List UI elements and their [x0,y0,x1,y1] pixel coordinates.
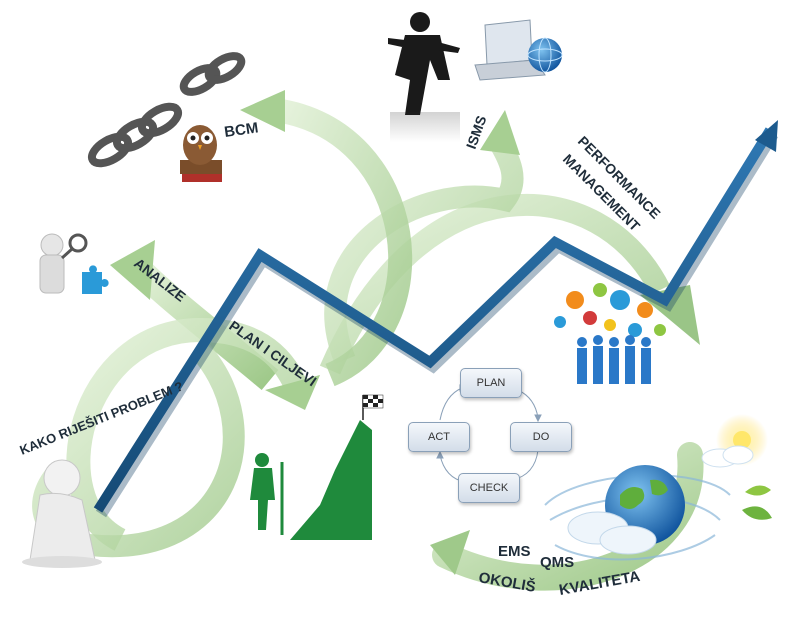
curved-arrow-analize [110,240,279,390]
business-people-icon [577,335,651,384]
checkered-flag-icon [362,394,384,409]
label-bcm: BCM [223,119,259,141]
trend-line [93,120,779,518]
thinking-person-icon [22,459,102,568]
broken-chain-icon [87,52,246,168]
magnifier-person-icon [39,233,88,294]
label-ems: EMS [498,543,531,560]
curved-arrow-plan [66,317,320,551]
trend-arrowhead [755,120,778,152]
pdca-act-box: ACT [408,422,470,452]
gears-icon [554,283,666,337]
curved-arrow-bcm [240,90,413,387]
pdca-plan-box: PLAN [460,368,522,398]
curved-arrow-isms [324,110,524,365]
curved-arrow-okolis [430,442,704,591]
mountain-climber-icon [250,394,384,540]
globe-icon [527,37,563,73]
thief-icon [388,12,460,142]
puzzle-piece-icon [82,265,109,294]
pdca-do-box: DO [510,422,572,452]
small-cloud-icon [701,445,754,468]
label-qms: QMS [540,554,574,571]
leaf-icon [742,485,772,520]
pdca-check-box: CHECK [458,473,520,503]
owl-icon [180,125,222,182]
cloud-icon [567,511,657,555]
